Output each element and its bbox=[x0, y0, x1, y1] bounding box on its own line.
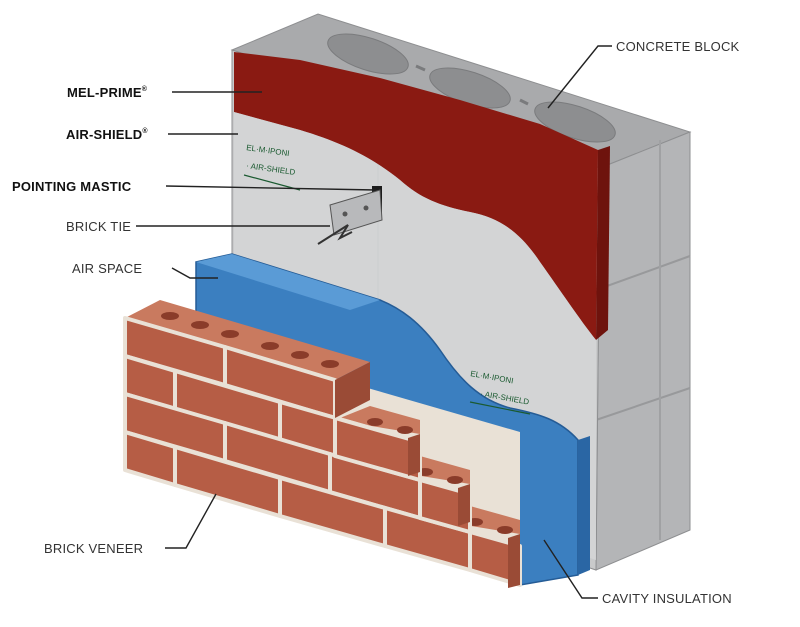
label-air-shield: AIR-SHIELD® bbox=[66, 127, 148, 142]
leader-cavity-insulation bbox=[543, 539, 598, 599]
label-air-space: AIR SPACE bbox=[72, 261, 142, 276]
brick-top-course bbox=[125, 300, 370, 380]
block-joint bbox=[415, 64, 426, 72]
leader-pointing-mastic bbox=[165, 185, 377, 191]
mel-prime-edge bbox=[596, 146, 610, 340]
label-brick-tie: BRICK TIE bbox=[66, 219, 131, 234]
block-side-joint bbox=[595, 387, 691, 421]
labels: MEL-PRIME® AIR-SHIELD® POINTING MASTIC B… bbox=[12, 39, 740, 606]
cavity-insulation-edge bbox=[578, 436, 590, 575]
label-pointing-mastic: POINTING MASTIC bbox=[12, 179, 132, 194]
brick-tie-plate bbox=[329, 189, 383, 236]
leader-lines bbox=[136, 45, 612, 599]
leader-brick-veneer bbox=[165, 493, 217, 549]
label-concrete-block: CONCRETE BLOCK bbox=[616, 39, 740, 54]
cavity-insulation-top bbox=[196, 254, 380, 310]
mel-prime-coating bbox=[234, 52, 598, 340]
block-side-joint bbox=[595, 255, 691, 291]
brick-tie-assembly bbox=[317, 186, 383, 245]
brick-tie-wire bbox=[317, 224, 353, 245]
leader-air-space bbox=[171, 267, 218, 279]
block-core bbox=[534, 101, 616, 143]
label-cavity-insulation: CAVITY INSULATION bbox=[602, 591, 732, 606]
block-core bbox=[327, 33, 409, 75]
label-mel-prime: MEL-PRIME® bbox=[67, 85, 148, 100]
block-joint bbox=[519, 98, 529, 106]
label-brick-veneer: BRICK VENEER bbox=[44, 541, 143, 556]
block-side bbox=[595, 131, 691, 571]
brick-veneer bbox=[123, 300, 522, 588]
leader-concrete-block bbox=[547, 45, 612, 109]
